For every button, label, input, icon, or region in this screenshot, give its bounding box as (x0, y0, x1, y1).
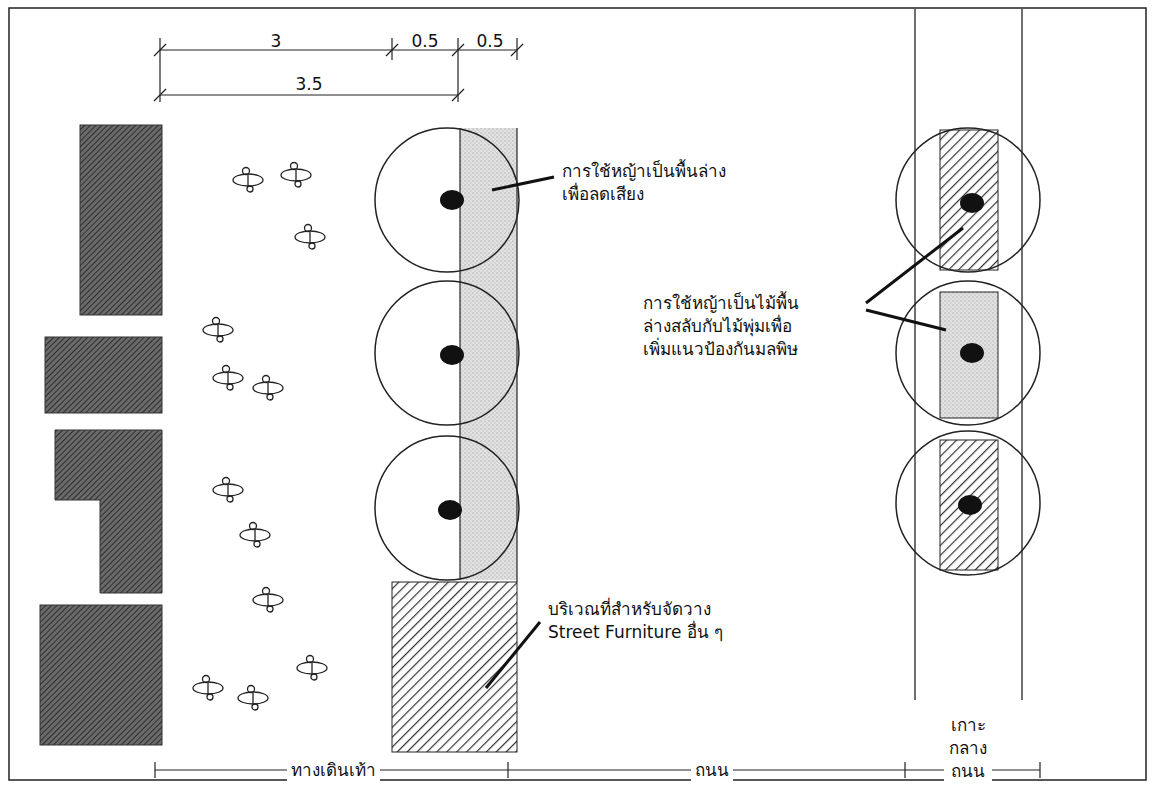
callout-note: การใช้หญ้าเป็นพื้นล่าง เพื่อลดเสียง (562, 160, 728, 206)
callout-note: บริเวณที่สำหรับจัดวาง Street Furniture อ… (548, 598, 748, 644)
dimension-value: 3.5 (295, 73, 322, 96)
dimension-value: 3 (271, 30, 282, 53)
sidewalk-trees (375, 128, 519, 752)
space (681, 622, 686, 642)
text-line: Furniture (605, 622, 681, 642)
zone-label: เกาะ กลาง ถนน (944, 714, 992, 783)
zone-label: ถนน (691, 759, 733, 782)
dimension-value: 0.5 (411, 30, 438, 53)
pedestrian-icon (238, 686, 268, 711)
pedestrian-icon (213, 366, 243, 391)
callout-note: การใช้หญ้าเป็นไม้พื้น ล่างสลับกับไม้พุ่ม… (643, 292, 801, 361)
pedestrian-icon (295, 225, 325, 250)
space (600, 622, 605, 642)
text-line: Street (548, 622, 600, 642)
pedestrian-icon (203, 318, 233, 343)
leader-lines (486, 177, 963, 688)
space (709, 622, 714, 642)
pedestrian-icon (253, 376, 283, 401)
dimension-lines (154, 38, 523, 102)
pedestrian-icon (213, 478, 243, 503)
text-line: การใช้หญ้าเป็นพื้นล่าง (562, 161, 726, 181)
text-line: ถนน (951, 761, 985, 781)
text-line: เพิ่มแนวป้องกันมลพิษ (643, 339, 798, 359)
frame (9, 8, 1146, 780)
dimension-value: 0.5 (476, 30, 503, 53)
grass-strip (460, 128, 517, 580)
pedestrian-icon (281, 163, 311, 188)
pedestrian-icon (240, 523, 270, 548)
text-line: เพื่อลดเสียง (562, 184, 644, 204)
furniture-area (392, 582, 517, 752)
text-line: กลาง (949, 738, 987, 758)
pedestrian-icon (233, 168, 263, 193)
text-line: ๆ (714, 622, 723, 642)
text-line: อื่น (687, 622, 709, 642)
text-line: เกาะ (951, 715, 986, 735)
buildings (40, 125, 162, 745)
pedestrian-icon (253, 588, 283, 613)
text-line: การใช้หญ้าเป็นไม้พื้น (643, 293, 799, 313)
text-line: ล่างสลับกับไม้พุ่มเพื่อ (643, 316, 792, 336)
text-line: บริเวณที่สำหรับจัดวาง (548, 599, 711, 619)
zone-label: ทางเดินเท้า (287, 759, 380, 782)
pedestrians (193, 163, 327, 711)
pedestrian-icon (193, 676, 223, 701)
median (896, 9, 1040, 700)
pedestrian-icon (297, 656, 327, 681)
